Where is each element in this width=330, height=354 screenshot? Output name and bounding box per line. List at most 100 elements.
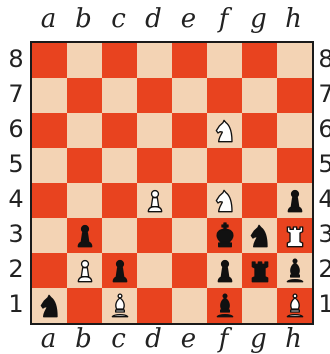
- square-d3[interactable]: [137, 218, 172, 253]
- pawn-icon: [70, 221, 100, 251]
- square-e6[interactable]: [172, 113, 207, 148]
- square-e5[interactable]: [172, 148, 207, 183]
- bishop-icon: [280, 291, 310, 321]
- rank-label-4-left: 4: [4, 182, 28, 217]
- file-label-e-bottom: e: [171, 324, 206, 354]
- white-bishop-h1[interactable]: [277, 288, 312, 323]
- king-icon: [210, 221, 240, 251]
- square-d1[interactable]: [137, 288, 172, 323]
- file-label-f-bottom: f: [206, 324, 241, 354]
- square-g8[interactable]: [242, 43, 277, 78]
- black-pawn-c2[interactable]: [102, 253, 137, 288]
- square-g1[interactable]: [242, 288, 277, 323]
- square-a2[interactable]: [32, 253, 67, 288]
- black-pawn-f2[interactable]: [207, 253, 242, 288]
- square-a4[interactable]: [32, 183, 67, 218]
- black-bishop-h2[interactable]: [277, 253, 312, 288]
- pawn-icon: [70, 256, 100, 286]
- white-bishop-c1[interactable]: [102, 288, 137, 323]
- black-king-f3[interactable]: [207, 218, 242, 253]
- pawn-icon: [210, 256, 240, 286]
- square-h6[interactable]: [277, 113, 312, 148]
- chess-board: [30, 41, 314, 325]
- white-knight-f6[interactable]: [207, 113, 242, 148]
- black-bishop-f1[interactable]: [207, 288, 242, 323]
- square-c8[interactable]: [102, 43, 137, 78]
- file-label-d-top: d: [136, 4, 171, 34]
- white-rook-h3[interactable]: [277, 218, 312, 253]
- rank-label-3-right: 3: [314, 217, 330, 252]
- file-label-g-top: g: [241, 4, 276, 34]
- square-e3[interactable]: [172, 218, 207, 253]
- square-c7[interactable]: [102, 78, 137, 113]
- square-g7[interactable]: [242, 78, 277, 113]
- square-f5[interactable]: [207, 148, 242, 183]
- square-a5[interactable]: [32, 148, 67, 183]
- bishop-icon: [280, 256, 310, 286]
- pawn-icon: [140, 186, 170, 216]
- rank-label-1-left: 1: [4, 287, 28, 322]
- square-f8[interactable]: [207, 43, 242, 78]
- bishop-icon: [105, 291, 135, 321]
- square-h7[interactable]: [277, 78, 312, 113]
- square-c6[interactable]: [102, 113, 137, 148]
- file-label-d-bottom: d: [136, 324, 171, 354]
- rank-label-1-right: 1: [314, 287, 330, 322]
- square-c5[interactable]: [102, 148, 137, 183]
- square-e8[interactable]: [172, 43, 207, 78]
- rank-label-3-left: 3: [4, 217, 28, 252]
- black-pawn-h4[interactable]: [277, 183, 312, 218]
- square-a3[interactable]: [32, 218, 67, 253]
- file-label-b-top: b: [66, 4, 101, 34]
- rank-label-7-right: 7: [314, 77, 330, 112]
- square-f7[interactable]: [207, 78, 242, 113]
- square-g5[interactable]: [242, 148, 277, 183]
- square-g6[interactable]: [242, 113, 277, 148]
- square-a8[interactable]: [32, 43, 67, 78]
- square-b4[interactable]: [67, 183, 102, 218]
- rank-label-8-left: 8: [4, 42, 28, 77]
- square-h8[interactable]: [277, 43, 312, 78]
- square-a7[interactable]: [32, 78, 67, 113]
- square-g4[interactable]: [242, 183, 277, 218]
- file-label-e-top: e: [171, 4, 206, 34]
- square-b1[interactable]: [67, 288, 102, 323]
- file-label-c-top: c: [101, 4, 136, 34]
- rank-label-6-right: 6: [314, 112, 330, 147]
- black-knight-a1[interactable]: [32, 288, 67, 323]
- square-d6[interactable]: [137, 113, 172, 148]
- square-b6[interactable]: [67, 113, 102, 148]
- rank-label-5-left: 5: [4, 147, 28, 182]
- black-pawn-b3[interactable]: [67, 218, 102, 253]
- square-e4[interactable]: [172, 183, 207, 218]
- square-a6[interactable]: [32, 113, 67, 148]
- square-b7[interactable]: [67, 78, 102, 113]
- rank-label-2-right: 2: [314, 252, 330, 287]
- square-e1[interactable]: [172, 288, 207, 323]
- white-pawn-d4[interactable]: [137, 183, 172, 218]
- file-label-h-top: h: [276, 4, 311, 34]
- file-label-b-bottom: b: [66, 324, 101, 354]
- black-knight-g3[interactable]: [242, 218, 277, 253]
- pawn-icon: [105, 256, 135, 286]
- square-c4[interactable]: [102, 183, 137, 218]
- square-d5[interactable]: [137, 148, 172, 183]
- square-b8[interactable]: [67, 43, 102, 78]
- black-rook-g2[interactable]: [242, 253, 277, 288]
- square-h5[interactable]: [277, 148, 312, 183]
- white-pawn-b2[interactable]: [67, 253, 102, 288]
- knight-icon: [210, 116, 240, 146]
- square-c3[interactable]: [102, 218, 137, 253]
- pawn-icon: [280, 186, 310, 216]
- square-d8[interactable]: [137, 43, 172, 78]
- square-d2[interactable]: [137, 253, 172, 288]
- rook-icon: [280, 221, 310, 251]
- square-b5[interactable]: [67, 148, 102, 183]
- square-d7[interactable]: [137, 78, 172, 113]
- square-e2[interactable]: [172, 253, 207, 288]
- square-e7[interactable]: [172, 78, 207, 113]
- file-label-a-top: a: [31, 4, 66, 34]
- white-knight-f4[interactable]: [207, 183, 242, 218]
- file-label-f-top: f: [206, 4, 241, 34]
